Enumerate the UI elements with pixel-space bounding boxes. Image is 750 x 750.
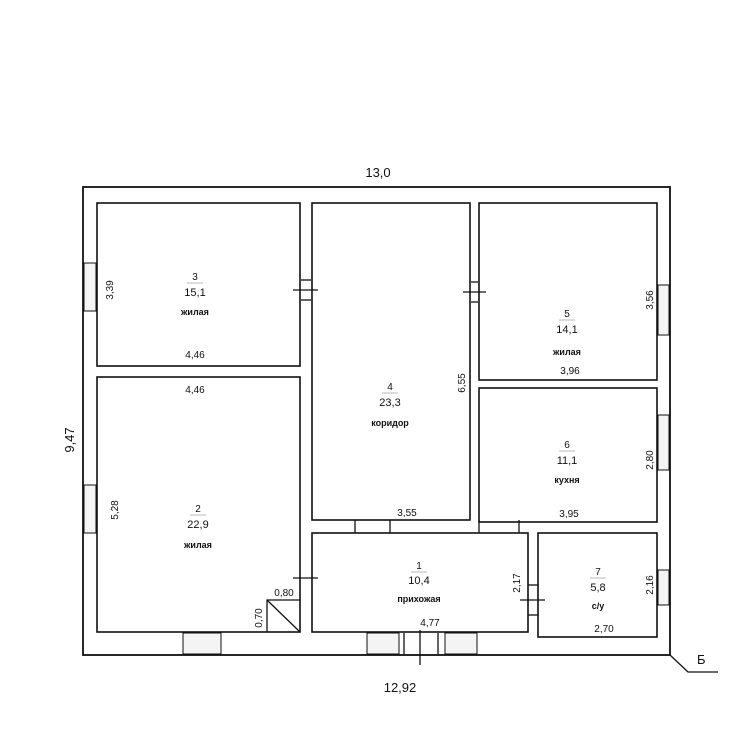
room-name: жилая	[180, 307, 209, 317]
door-marks	[293, 279, 545, 665]
room-depth: 3,56	[645, 290, 656, 310]
room-3	[96, 202, 301, 367]
room-area: 15,1	[184, 287, 205, 299]
room-number: 3	[192, 272, 198, 283]
room-number: 4	[387, 382, 393, 393]
axis-label: Б	[697, 652, 706, 667]
room-depth: 3,39	[105, 280, 116, 300]
room-number: 2	[195, 504, 201, 515]
room-2	[96, 376, 301, 633]
room-depth: 2,80	[645, 450, 656, 470]
window	[444, 632, 478, 655]
overall-depth: 9,47	[62, 427, 77, 452]
room-number: 5	[564, 309, 570, 320]
window	[657, 414, 670, 471]
room-width: 3,95	[559, 509, 579, 520]
closet-depth: 0,70	[254, 608, 265, 628]
room-name: жилая	[183, 540, 212, 550]
window	[83, 484, 97, 534]
window	[366, 632, 400, 655]
room-depth: 5,28	[110, 500, 121, 520]
closet-width: 0,80	[274, 588, 294, 599]
closet	[266, 599, 301, 633]
room-width: 4,46	[185, 350, 205, 361]
room-name: жилая	[552, 347, 581, 357]
room-name: с/у	[592, 601, 605, 611]
room-name: прихожая	[397, 594, 440, 604]
room-number: 6	[564, 440, 570, 451]
room-area: 14,1	[556, 324, 577, 336]
room-depth: 2,16	[645, 575, 656, 595]
room-name: кухня	[554, 475, 579, 485]
room-1-hall	[311, 532, 529, 633]
window	[182, 632, 222, 655]
window	[657, 284, 670, 336]
room-number: 7	[595, 567, 601, 578]
overall-width-top: 13,0	[365, 165, 390, 180]
room-5	[478, 202, 658, 381]
room-width: 4,77	[420, 618, 440, 629]
room-area: 10,4	[408, 575, 429, 587]
room-4-corridor	[311, 202, 471, 521]
window	[657, 569, 670, 606]
room-area: 22,9	[187, 519, 208, 531]
overall-width-bottom: 12,92	[384, 680, 417, 695]
room-area: 5,8	[590, 582, 605, 594]
room-width: 4,46	[185, 385, 205, 396]
room-depth: 6,55	[457, 373, 468, 393]
room-width: 2,70	[594, 624, 614, 635]
room-area: 23,3	[379, 397, 400, 409]
room-name: коридор	[371, 418, 409, 428]
room-area: 11,1	[557, 455, 578, 467]
room-7-bathroom	[537, 532, 658, 638]
window	[83, 262, 97, 312]
room-6-kitchen	[478, 387, 658, 523]
room-depth: 2,17	[512, 573, 523, 593]
room-width: 3,55	[397, 508, 417, 519]
axis-leader	[669, 654, 718, 673]
room-number: 1	[416, 561, 422, 572]
room-width: 3,96	[560, 366, 580, 377]
